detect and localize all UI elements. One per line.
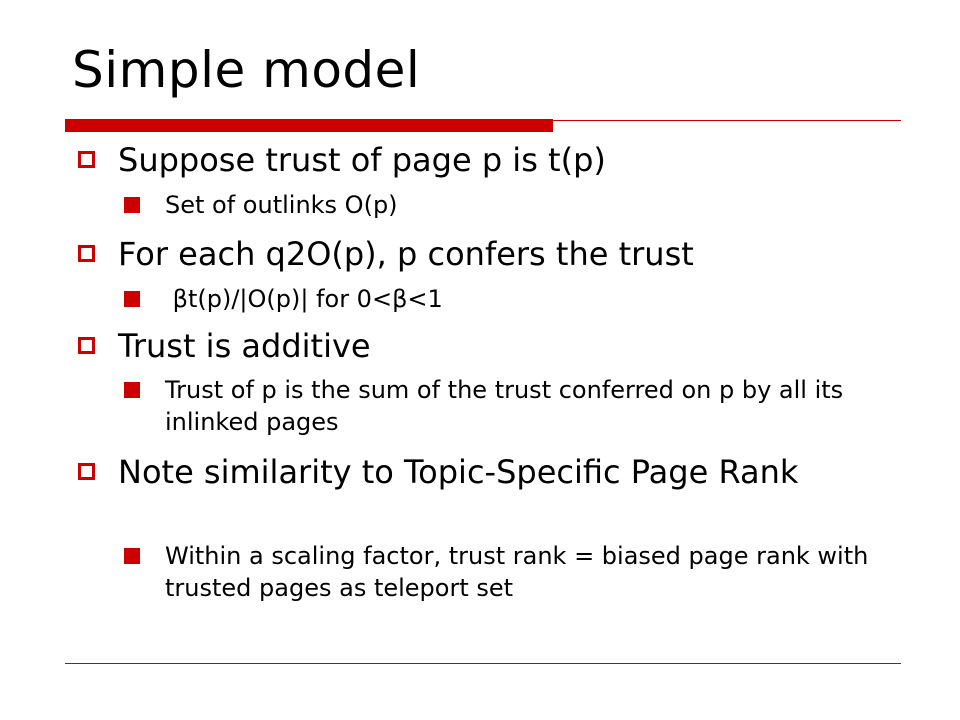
bullet-trust-additive: Trust is additive bbox=[118, 327, 371, 365]
bullet-trust-of-page: Suppose trust of page p is t(p) bbox=[118, 141, 606, 179]
filled-square-bullet-icon bbox=[124, 197, 140, 213]
sub-bullet-trust-sum: Trust of p is the sum of the trust confe… bbox=[165, 376, 844, 436]
filled-square-bullet-icon bbox=[124, 548, 140, 564]
title-underline-thick bbox=[65, 119, 553, 132]
footer-rule bbox=[65, 663, 901, 664]
hollow-square-bullet-icon bbox=[78, 151, 95, 168]
bullet-topic-specific-pagerank: Note similarity to Topic-Specific Page R… bbox=[118, 453, 799, 491]
sub-bullet-trust-formula: βt(p)/|O(p)| for 0<β<1 bbox=[165, 285, 443, 313]
bullet-confers-trust: For each q2O(p), p confers the trust bbox=[118, 235, 694, 273]
sub-bullet-scaling-factor: Within a scaling factor, trust rank = bi… bbox=[165, 542, 869, 602]
filled-square-bullet-icon bbox=[124, 382, 140, 398]
title-underline-thin bbox=[553, 120, 901, 121]
hollow-square-bullet-icon bbox=[78, 337, 95, 354]
hollow-square-bullet-icon bbox=[78, 245, 95, 262]
hollow-square-bullet-icon bbox=[78, 463, 95, 480]
sub-bullet-outlinks: Set of outlinks O(p) bbox=[165, 191, 398, 219]
filled-square-bullet-icon bbox=[124, 291, 140, 307]
slide-title: Simple model bbox=[72, 41, 421, 99]
